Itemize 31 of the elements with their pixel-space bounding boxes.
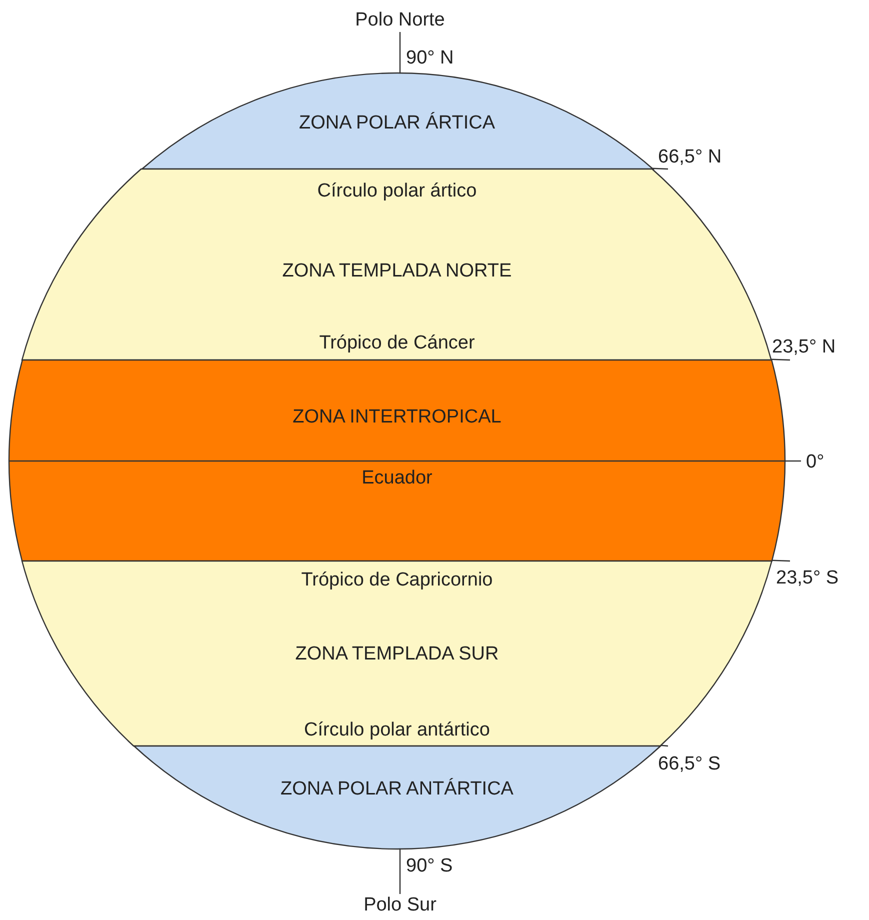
- climate-zone-band: [134, 746, 660, 849]
- climate-zone-band: [22, 561, 772, 746]
- leader-line: [399, 848, 401, 894]
- leader-line: [772, 560, 790, 562]
- zone-name: ZONA INTERTROPICAL: [292, 408, 502, 426]
- latitude-label: 23,5° N: [772, 338, 836, 356]
- climate-zone-band: [142, 73, 652, 169]
- latitude-label: 23,5° S: [776, 568, 839, 588]
- latitude-line-name: Círculo polar antártico: [304, 720, 490, 740]
- leader-line: [652, 168, 668, 170]
- latitude-label: 90° N: [406, 48, 454, 68]
- zone-name: ZONA TEMPLADA NORTE: [282, 262, 512, 280]
- leader-line: [660, 744, 668, 747]
- zone-name: ZONA TEMPLADA SUR: [295, 644, 499, 664]
- pole-label: Polo Norte: [355, 10, 445, 30]
- zone-name: ZONA POLAR ÁRTICA: [298, 114, 495, 132]
- leader-line: [399, 32, 401, 74]
- climate-zone-band: [9, 360, 785, 561]
- latitude-label: 0°: [806, 452, 824, 472]
- latitude-label: 66,5° S: [658, 754, 721, 774]
- latitude-line-name: Ecuador: [362, 468, 432, 488]
- latitude-line-name: Trópico de Capricornio: [301, 570, 493, 590]
- latitude-line-name: Círculo polar ártico: [317, 182, 477, 200]
- latitude-label: 66,5° N: [658, 148, 722, 166]
- climate-zone-band: [22, 169, 772, 360]
- leader-line: [785, 460, 801, 462]
- leader-line: [771, 358, 790, 361]
- latitude-label: 90° S: [406, 856, 453, 876]
- zone-name: ZONA POLAR ANTÁRTICA: [280, 780, 514, 798]
- latitude-line-name: Trópico de Cáncer: [319, 334, 475, 352]
- pole-label: Polo Sur: [364, 896, 436, 914]
